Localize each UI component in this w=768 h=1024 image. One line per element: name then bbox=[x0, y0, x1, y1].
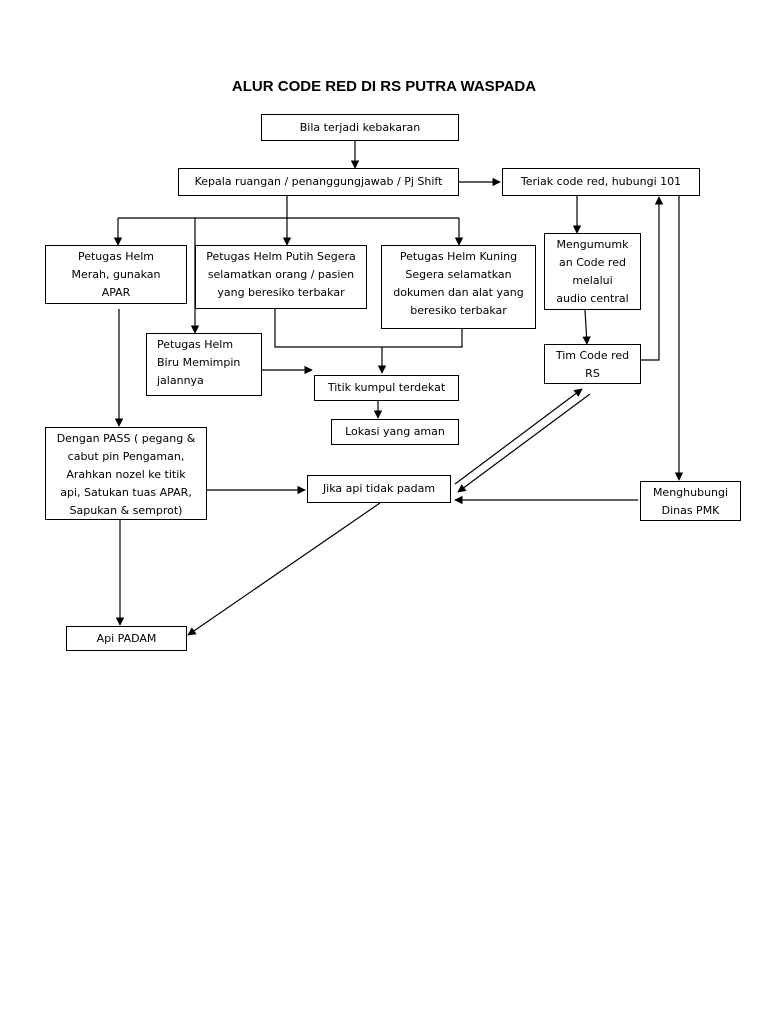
node-tim-code-red: Tim Code red RS bbox=[544, 344, 641, 384]
arrow-tim-to-jika bbox=[457, 393, 591, 493]
node-dengan-pass: Dengan PASS ( pegang & cabut pin Pengama… bbox=[45, 427, 207, 520]
node-teriak-code-red: Teriak code red, hubungi 101 bbox=[502, 168, 700, 196]
node-menghubungi-dinas-pmk: Menghubungi Dinas PMK bbox=[640, 481, 741, 521]
node-kepala-ruangan: Kepala ruangan / penanggungjawab / Pj Sh… bbox=[178, 168, 459, 196]
node-bila-terjadi-kebakaran: Bila terjadi kebakaran bbox=[261, 114, 459, 141]
node-api-padam: Api PADAM bbox=[66, 626, 187, 651]
merge-putih-kuning bbox=[274, 309, 463, 348]
arrow-jika-to-tim bbox=[454, 388, 583, 485]
arrow-tim-to-teriak bbox=[641, 196, 664, 361]
node-helm-biru: Petugas Helm Biru Memimpin jalannya bbox=[146, 333, 262, 396]
node-helm-kuning: Petugas Helm Kuning Segera selamatkan do… bbox=[381, 245, 536, 329]
node-helm-putih: Petugas Helm Putih Segera selamatkan ora… bbox=[195, 245, 367, 309]
node-mengumumkan-code-red: Mengumumk an Code red melalui audio cent… bbox=[544, 233, 641, 310]
node-lokasi-aman: Lokasi yang aman bbox=[331, 419, 459, 445]
arrow-mengumumkan-to-tim bbox=[582, 309, 591, 345]
page-title: ALUR CODE RED DI RS PUTRA WASPADA bbox=[231, 78, 537, 95]
arrow-jika-to-padam bbox=[187, 502, 381, 636]
node-titik-kumpul: Titik kumpul terdekat bbox=[314, 375, 459, 401]
node-helm-merah: Petugas Helm Merah, gunakan APAR bbox=[45, 245, 187, 304]
node-jika-api-tidak-padam: Jika api tidak padam bbox=[307, 475, 451, 503]
